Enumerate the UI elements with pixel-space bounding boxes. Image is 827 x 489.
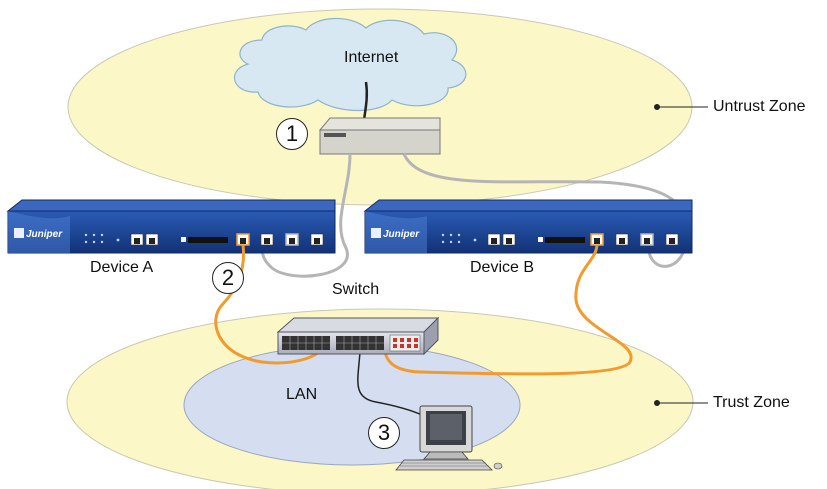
switch-label: Switch <box>332 281 380 298</box>
callout-3: 3 <box>368 417 400 449</box>
device-b-label: Device B <box>470 259 535 276</box>
device-b: Juniper <box>363 199 693 254</box>
device-a: Juniper <box>6 199 336 254</box>
device-b-to-switch-cable <box>382 244 633 376</box>
lan-switch <box>276 316 440 356</box>
internet-cloud <box>233 17 467 112</box>
lan-computer <box>395 405 503 471</box>
untrust-zone-label: Untrust Zone <box>713 98 806 115</box>
device-a-label: Device A <box>90 259 154 276</box>
device-b-logo-text: Juniper <box>383 229 420 240</box>
trust-zone-leader <box>654 400 708 406</box>
router-to-device-b-cable <box>402 153 689 268</box>
trust-zone-label: Trust Zone <box>713 394 790 411</box>
device-a-logo-text: Juniper <box>26 229 63 240</box>
internet-uplink-cable <box>362 81 369 121</box>
callout-2: 2 <box>212 262 244 294</box>
callout-1: 1 <box>276 118 308 150</box>
lan-label: LAN <box>286 386 318 403</box>
router <box>318 117 441 155</box>
internet-label: Internet <box>344 49 399 66</box>
untrust-zone-leader <box>654 104 708 110</box>
router-to-device-a-cable <box>260 153 352 278</box>
